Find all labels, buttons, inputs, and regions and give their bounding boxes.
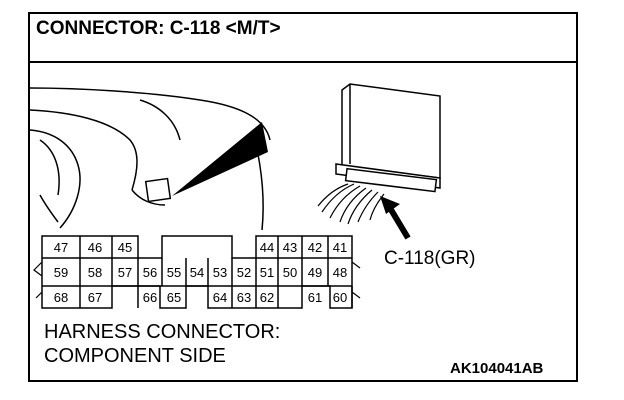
pin-68: 68 (53, 289, 69, 305)
pin-55: 55 (166, 264, 182, 280)
pin-50: 50 (282, 264, 298, 280)
pin-51: 51 (259, 264, 275, 280)
connector-callout-label: C-118(GR) (384, 248, 476, 269)
pin-53: 53 (212, 264, 228, 280)
pin-66: 66 (142, 289, 158, 305)
wire-harness (317, 183, 385, 225)
harness-connector-label: HARNESS CONNECTOR: COMPONENT SIDE (44, 320, 280, 368)
pin-57: 57 (117, 264, 133, 280)
harness-label-line2: COMPONENT SIDE (44, 345, 226, 367)
pin-46: 46 (87, 239, 103, 255)
pin-61: 61 (307, 289, 323, 305)
diagram-frame (28, 12, 578, 382)
pin-60: 60 (332, 289, 348, 305)
pin-63: 63 (236, 289, 252, 305)
connector-title: CONNECTOR: C-118 <M/T> (36, 18, 281, 39)
location-pointer (172, 122, 268, 196)
pin-42: 42 (307, 239, 323, 255)
pin-48: 48 (332, 264, 348, 280)
pin-64: 64 (212, 289, 228, 305)
pin-44: 44 (259, 239, 275, 255)
pin-59: 59 (53, 264, 69, 280)
pin-67: 67 (87, 289, 103, 305)
dash-module (144, 177, 172, 203)
pin-58: 58 (87, 264, 103, 280)
pin-62: 62 (259, 289, 275, 305)
pin-54: 54 (189, 264, 205, 280)
figure-code: AK104041AB (450, 360, 544, 377)
pin-49: 49 (307, 264, 323, 280)
pin-41: 41 (332, 239, 348, 255)
connector-side-tabs (33, 261, 361, 299)
connector-face-outline (41, 235, 353, 309)
dashboard-outline (29, 87, 271, 231)
pin-65: 65 (166, 289, 182, 305)
callout-arrow (380, 196, 411, 240)
component-unit (335, 83, 441, 193)
pin-43: 43 (282, 239, 298, 255)
pin-45: 45 (117, 239, 133, 255)
pin-52: 52 (236, 264, 252, 280)
harness-label-line1: HARNESS CONNECTOR: (44, 321, 281, 343)
pin-56: 56 (142, 264, 158, 280)
pin-47: 47 (53, 239, 69, 255)
